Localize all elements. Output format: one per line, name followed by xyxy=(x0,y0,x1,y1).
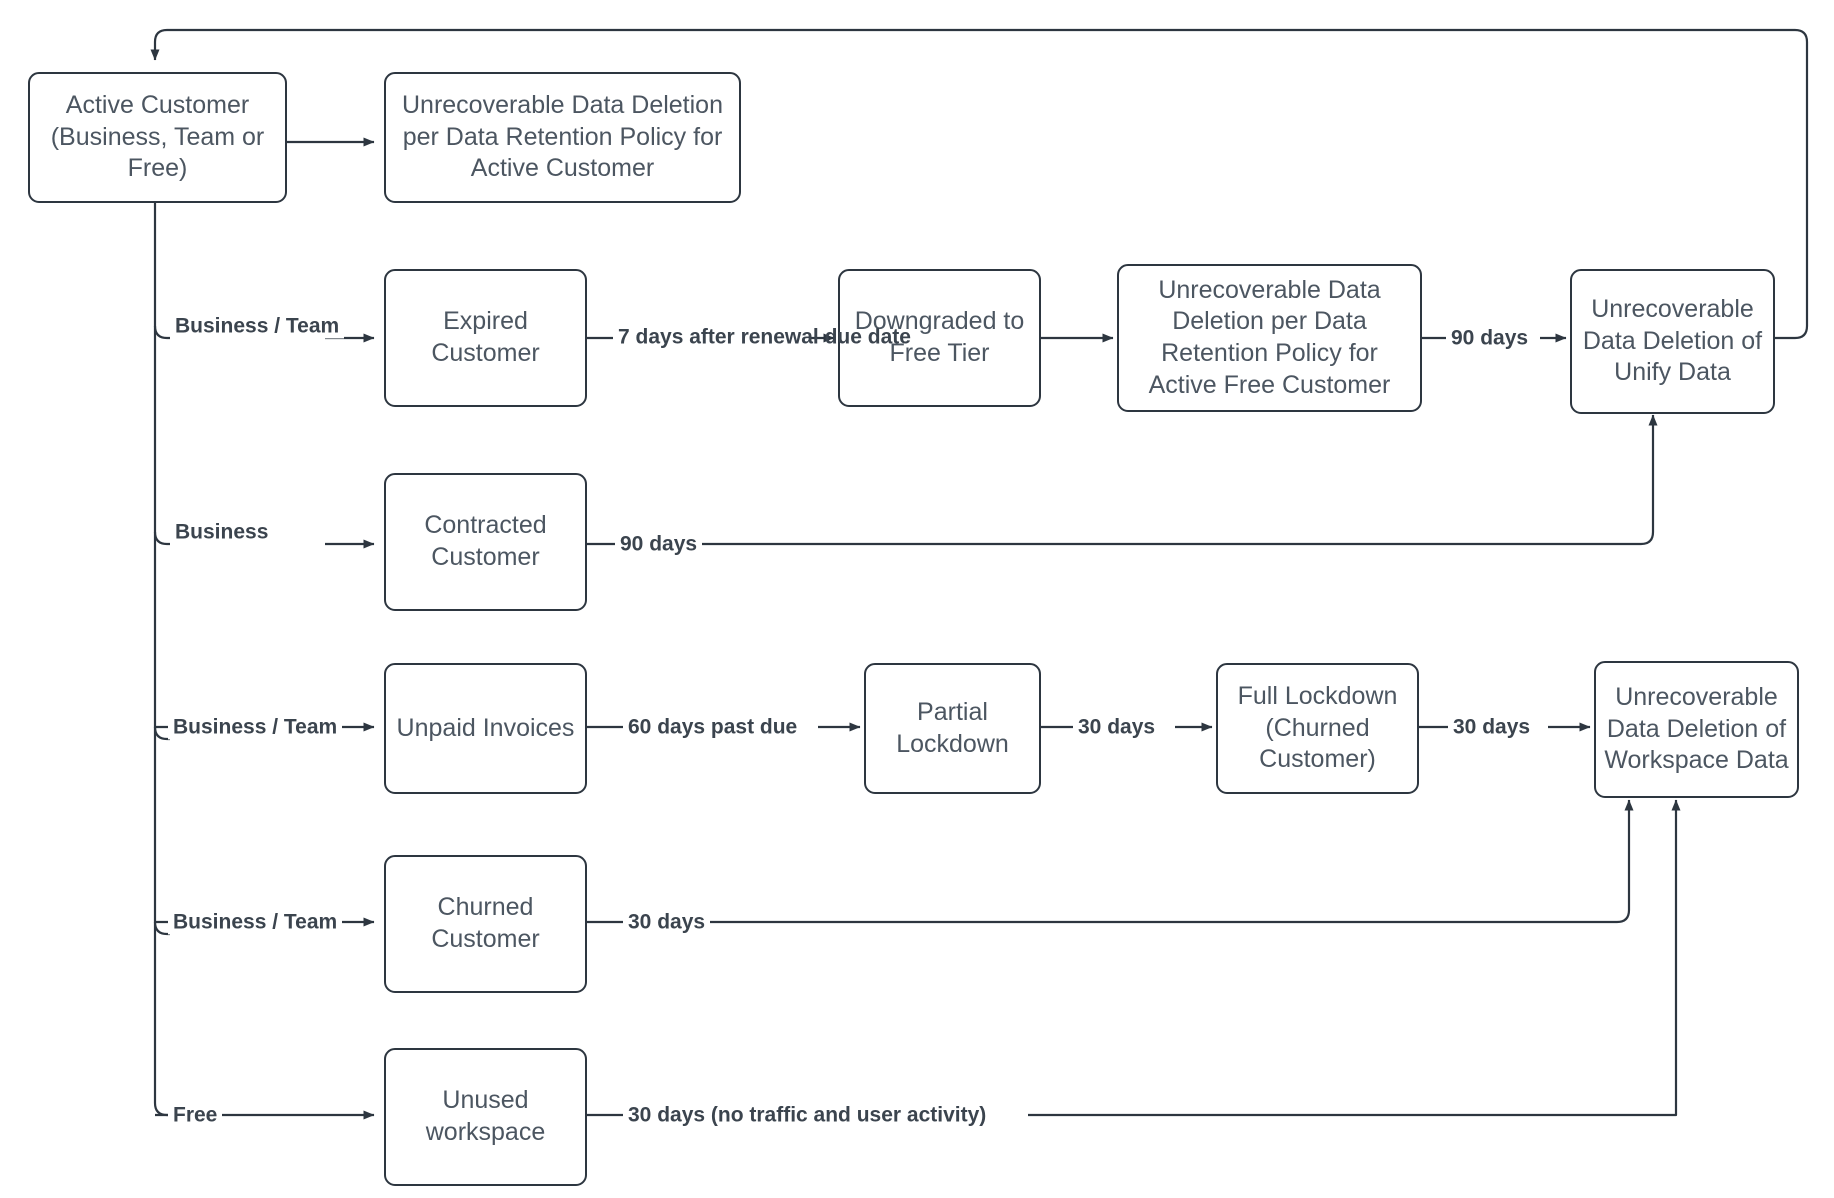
node-unrecoverable-deletion-active-free-customer[interactable]: Unrecoverable Data Deletion per Data Ret… xyxy=(1117,264,1422,412)
spine-main xyxy=(153,203,170,1117)
node-contracted-customer[interactable]: Contracted Customer xyxy=(384,473,587,611)
node-unrecoverable-deletion-unify-data[interactable]: Unrecoverable Data Deletion of Unify Dat… xyxy=(1570,269,1775,414)
node-active-customer[interactable]: Active Customer (Business, Team or Free) xyxy=(28,72,287,203)
edge-label-30-days-no-traffic: 30 days (no traffic and user activity) xyxy=(623,1102,992,1128)
edge-label-30-days-partial-lockdown: 30 days xyxy=(1073,714,1161,740)
edge-label-free-unused: Free xyxy=(168,1102,223,1128)
node-churned-customer[interactable]: Churned Customer xyxy=(384,855,587,993)
edge-label-seven-days-after-renewal: 7 days after renewal due date xyxy=(613,324,911,352)
node-unpaid-invoices[interactable]: Unpaid Invoices xyxy=(384,663,587,794)
node-expired-customer[interactable]: Expired Customer xyxy=(384,269,587,407)
node-unrecoverable-deletion-workspace-data[interactable]: Unrecoverable Data Deletion of Workspace… xyxy=(1594,661,1799,798)
edge-contracted-unify-b xyxy=(700,414,1658,546)
node-full-lockdown-churned-customer[interactable]: Full Lockdown (Churned Customer) xyxy=(1216,663,1419,794)
edge-label-30-days-full-lockdown: 30 days xyxy=(1448,714,1536,740)
edge-label-business-contracted: Business xyxy=(170,519,274,545)
edge-label-90-days-contracted: 90 days xyxy=(615,531,703,557)
edge-label-30-days-churned: 30 days xyxy=(623,909,711,935)
edge-label-business-team-churned: Business / Team xyxy=(168,909,343,935)
branch-contracted xyxy=(153,531,170,546)
node-unrecoverable-deletion-active-customer[interactable]: Unrecoverable Data Deletion per Data Ret… xyxy=(384,72,741,203)
edge-churned-workspace-b xyxy=(710,799,1634,924)
edge-label-90-days-free-tier: 90 days xyxy=(1446,325,1534,351)
node-partial-lockdown[interactable]: Partial Lockdown xyxy=(864,663,1041,794)
node-unused-workspace[interactable]: Unused workspace xyxy=(384,1048,587,1186)
edge-label-business-team-unpaid: Business / Team xyxy=(168,714,343,740)
branch-expired xyxy=(153,325,170,340)
edge-label-business-team-expired: Business / Team xyxy=(170,313,345,339)
edge-unused-workspace-b xyxy=(1028,799,1681,1117)
edge-label-60-days-past-due: 60 days past due xyxy=(623,714,803,740)
